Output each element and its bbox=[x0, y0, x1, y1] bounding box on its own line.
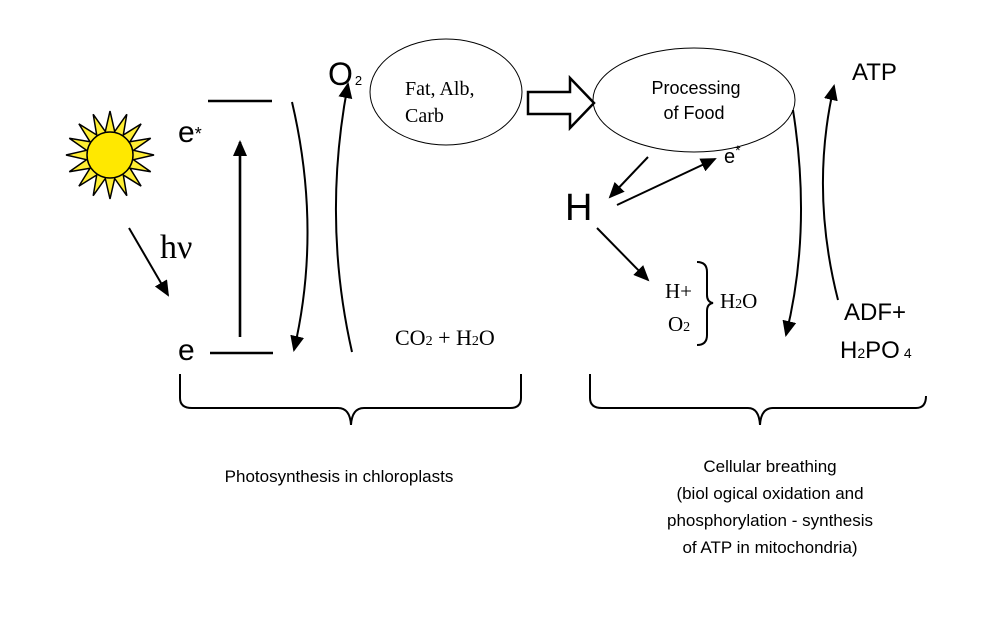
hollow-arrow bbox=[526, 74, 596, 132]
excited-electron-label: e* bbox=[178, 116, 202, 149]
food-label-1: Fat, Alb, bbox=[405, 78, 474, 100]
processing-label-1: Processing bbox=[651, 78, 740, 98]
processing-label-2: of Food bbox=[663, 103, 724, 123]
adf-label: ADF+ bbox=[844, 299, 906, 326]
to-electron-arrow bbox=[616, 158, 717, 206]
co2-water-label: CO2 + H2O bbox=[395, 325, 495, 350]
ground-electron-label: e bbox=[178, 334, 195, 367]
photosynthesis-brace bbox=[179, 374, 522, 426]
o2-label: O2 bbox=[668, 312, 690, 336]
h-plus-label: H+ bbox=[665, 279, 692, 303]
water-label: H2O bbox=[720, 289, 757, 313]
caption-line: Cellular breathing bbox=[703, 457, 836, 476]
to-water-arrow bbox=[596, 227, 650, 282]
caption-line: phosphorylation - synthesis bbox=[667, 511, 873, 530]
caption-line: of ATP in mitochondria) bbox=[682, 538, 857, 557]
water-brace bbox=[696, 261, 714, 346]
food-ellipse bbox=[369, 38, 523, 146]
electron-label: e* bbox=[724, 142, 741, 168]
light-arrow bbox=[128, 227, 170, 297]
food-label-2: Carb bbox=[405, 105, 444, 127]
light-label: hν bbox=[160, 229, 192, 266]
sun-icon bbox=[65, 110, 155, 200]
atp-synthesis-curve bbox=[821, 84, 839, 301]
processing-ellipse bbox=[592, 47, 796, 153]
atp-label: ATP bbox=[852, 59, 897, 86]
oxygen-release-curve bbox=[334, 82, 353, 353]
photosynthesis-caption: Photosynthesis in chloroplasts bbox=[225, 467, 454, 486]
energy-transfer-curve bbox=[782, 109, 803, 337]
to-hydrogen-arrow bbox=[608, 156, 649, 199]
respiration-caption: Cellular breathing (biol ogical oxidatio… bbox=[667, 457, 873, 557]
respiration-brace bbox=[589, 374, 927, 426]
electron-return-curve bbox=[290, 101, 309, 352]
hydrogen-label: H bbox=[565, 187, 592, 229]
caption-line: (biol ogical oxidation and bbox=[676, 484, 863, 503]
